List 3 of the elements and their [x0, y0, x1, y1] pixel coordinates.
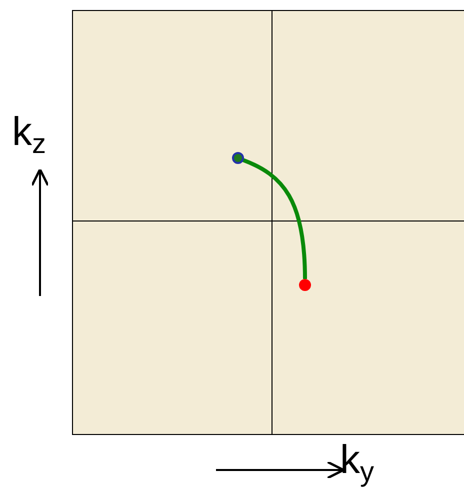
trajectory-curve — [242, 158, 307, 280]
axis-label: k$_{y}$ — [340, 440, 374, 486]
axis-label: k$_{z}$ — [12, 112, 46, 158]
